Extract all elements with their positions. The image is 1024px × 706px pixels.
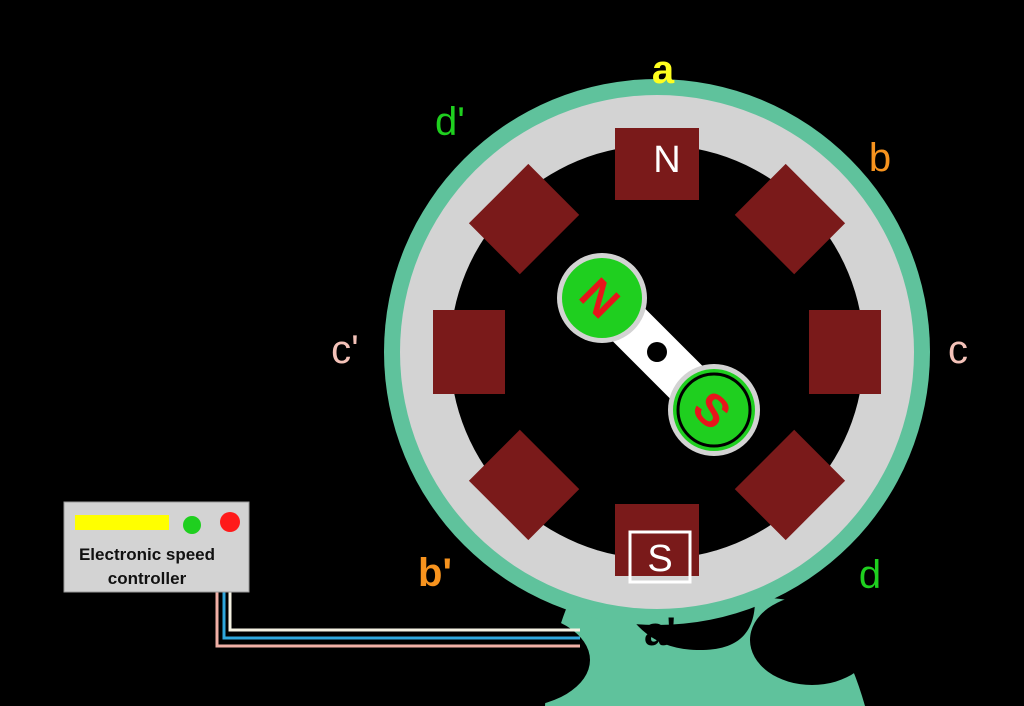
rotor-south-ring <box>676 372 752 448</box>
stator-pole-c <box>809 310 881 394</box>
phase-label-d: d <box>859 553 881 597</box>
controller-red-indicator <box>220 512 240 532</box>
phase-labels: a b c d a' b' c' d' <box>331 48 968 654</box>
controller-label-line1: Electronic speed <box>79 545 215 564</box>
phase-label-c: c <box>948 328 968 372</box>
wire-blue <box>222 592 580 640</box>
phase-label-b-prime: b' <box>418 551 452 595</box>
stator-poles <box>433 128 881 576</box>
phase-label-d-prime: d' <box>435 100 465 144</box>
controller-yellow-indicator <box>75 515 169 530</box>
rotor-south-magnet <box>673 369 755 451</box>
rotor-north-magnet <box>562 258 642 338</box>
stator-pole-a <box>615 128 699 200</box>
electronic-speed-controller: Electronic speed controller <box>63 501 250 593</box>
stator-pole-d-prime <box>468 163 580 275</box>
stator-pole-d <box>734 429 846 541</box>
phase-label-a-prime: a' <box>644 610 676 654</box>
stator-pole-b-prime <box>468 429 580 541</box>
rotor-shaft <box>647 342 667 362</box>
phase-label-a: a <box>652 48 675 92</box>
stator-pole-b <box>734 163 846 275</box>
stator-pole-south-label: S <box>647 538 672 580</box>
controller-wires <box>215 592 580 648</box>
phase-label-b: b <box>869 136 891 180</box>
wire-pink <box>215 592 580 648</box>
rotor: N S <box>557 253 760 456</box>
stator-pole-c-prime <box>433 310 505 394</box>
frame-cutout-right <box>750 595 874 685</box>
frame-cutout-left <box>430 612 590 706</box>
controller-green-indicator <box>183 516 201 534</box>
wire-white <box>228 592 580 632</box>
stator-pole-south-frame <box>628 530 692 584</box>
phase-label-c-prime: c' <box>331 328 359 372</box>
stator-pole-north-label: N <box>653 139 680 181</box>
controller-label-line2: controller <box>108 569 187 588</box>
